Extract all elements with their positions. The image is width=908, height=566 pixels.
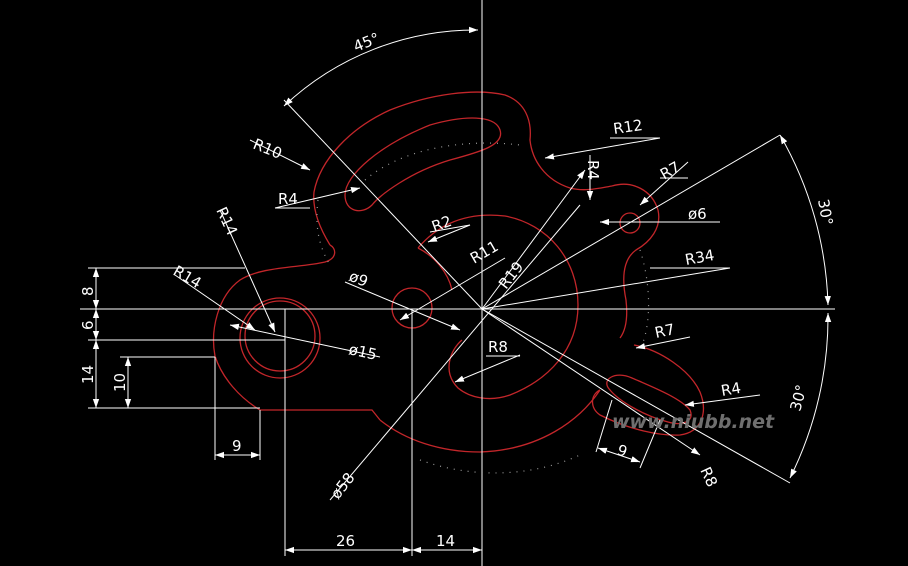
top-arm-outline: [313, 91, 613, 246]
arc-45: [283, 26, 479, 107]
label-6: 6: [79, 320, 97, 330]
hole-phi6: [619, 212, 641, 234]
label-r4-lower: R4: [720, 379, 743, 400]
dimension-labels: 45° 30° 30° R10 R12 R4 R4 R7 ø6 R2 R14 R…: [79, 29, 836, 550]
label-30-lower: 30°: [786, 383, 810, 413]
label-26: 26: [336, 532, 355, 550]
label-r7-lower: R7: [653, 320, 676, 342]
leader-phi9: [344, 281, 461, 331]
label-8: 8: [79, 286, 97, 296]
leader-r11: [399, 257, 506, 321]
label-9-left: 9: [232, 437, 242, 455]
label-phi9: ø9: [347, 267, 371, 291]
ray-30-lower: [481, 308, 791, 484]
lower-slot: [606, 374, 692, 425]
label-r14-b: R14: [170, 262, 205, 292]
right-lower-lobe: [591, 344, 704, 436]
label-14-bottom: 14: [436, 532, 455, 550]
dimension-lines: [80, 0, 835, 566]
leader-r7-lower: [635, 336, 691, 350]
leader-r2: [427, 224, 471, 243]
label-r19: R19: [495, 258, 527, 292]
left-boss-inner: [239, 297, 321, 379]
part-outline: [212, 91, 704, 453]
leader-r7-upper: [639, 161, 689, 206]
hole-left: [244, 300, 316, 372]
arc-30-lower: [789, 312, 832, 479]
bottom-arc: [379, 389, 601, 453]
leader-r14-b: [174, 274, 256, 331]
hidden-arc-right: [639, 249, 650, 346]
leader-phi58: [329, 204, 581, 501]
leader-r8-center: [454, 354, 521, 383]
label-r10: R10: [251, 135, 285, 163]
leader-r12: [544, 137, 661, 160]
leader-r10: [249, 139, 311, 171]
left-boss-outer: [212, 244, 336, 357]
leader-phi15: [229, 323, 381, 358]
label-14: 14: [79, 365, 97, 384]
hidden-arc-top: [364, 142, 521, 181]
leader-r4-left: [274, 186, 361, 209]
label-45: 45°: [351, 29, 382, 56]
label-r34: R34: [684, 246, 716, 269]
label-r14-a: R14: [212, 204, 241, 238]
label-10: 10: [111, 373, 129, 392]
leader-r34: [481, 267, 731, 310]
label-r8-center: R8: [488, 338, 508, 356]
label-r7-upper: R7: [657, 158, 683, 184]
label-30-upper: 30°: [814, 198, 836, 227]
label-phi6: ø6: [688, 205, 707, 223]
hidden-arc-bottom: [419, 454, 581, 474]
label-r12: R12: [612, 116, 644, 138]
label-r2: R2: [429, 212, 454, 236]
label-r8-lower: R8: [696, 464, 721, 490]
label-phi15: ø15: [347, 340, 378, 363]
ray-45: [283, 99, 483, 310]
dim-9-right: [597, 447, 641, 463]
bottom-edge: [214, 355, 381, 421]
center-contour-left: [417, 247, 453, 291]
top-slot: [344, 117, 502, 212]
leader-r4-lower: [684, 394, 761, 407]
label-r4-upper: R4: [584, 160, 602, 180]
right-upper-lobe: [611, 183, 660, 339]
leader-r19: [481, 169, 586, 310]
arc-30-upper: [779, 134, 831, 306]
center-contour: [417, 214, 579, 400]
label-r4-left: R4: [278, 190, 298, 208]
watermark: www.niubb.net: [612, 411, 775, 433]
leader-r14-a: [219, 209, 276, 333]
leader-r8-lower: [481, 308, 701, 456]
